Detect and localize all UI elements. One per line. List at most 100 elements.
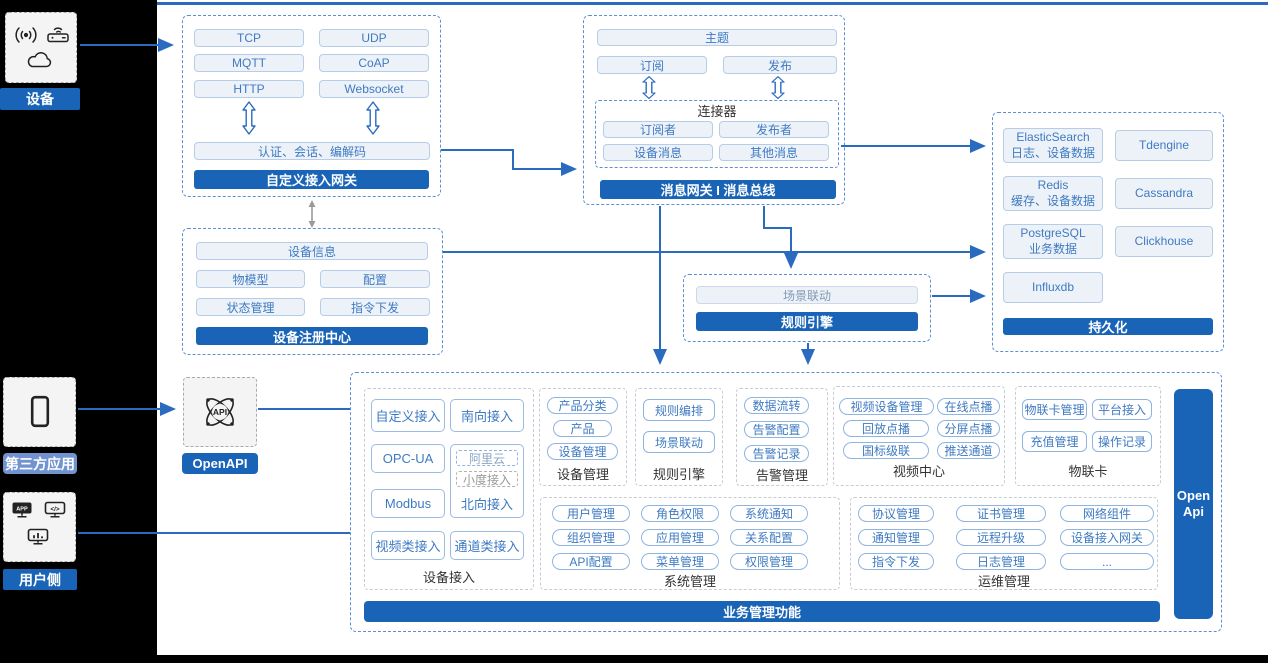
protocol-websocket: Websocket [319, 80, 429, 98]
operation-record: 操作记录 [1092, 431, 1152, 452]
device-mgmt-label: 设备管理 [556, 467, 609, 482]
app-monitor-icon: APP [12, 502, 32, 518]
third-party-label: 第三方应用 [3, 453, 77, 474]
publisher: 发布者 [719, 121, 829, 138]
store-name: Tdengine [1138, 137, 1190, 152]
device-message: 设备消息 [603, 144, 713, 161]
topic: 主题 [597, 29, 837, 46]
code-monitor-icon: </> [44, 501, 66, 518]
custom-gateway-title: 自定义接入网关 [194, 170, 429, 189]
scene-linkage-btn: 场景联动 [643, 431, 715, 453]
openapi-label: OpenAPI [182, 453, 258, 474]
top-accent-line [157, 2, 1268, 5]
permission-mgmt: 权限管理 [730, 553, 808, 570]
log-mgmt: 日志管理 [956, 553, 1046, 570]
rule-engine-title: 规则引擎 [696, 312, 918, 331]
device-label: 设备 [0, 88, 80, 110]
store-tdengine: Tdengine [1115, 130, 1213, 161]
rule-engine-label: 规则引擎 [652, 467, 705, 482]
device-access-gateway: 设备接入网关 [1060, 529, 1154, 546]
router-icon [47, 27, 69, 43]
openapi-icon: API [206, 398, 234, 426]
protocol-http: HTTP [194, 80, 304, 98]
subscriber: 订阅者 [603, 121, 713, 138]
store-influxdb: Influxdb [1003, 272, 1103, 303]
platform-access: 平台接入 [1092, 399, 1152, 420]
notice-mgmt: 通知管理 [858, 529, 934, 546]
system-notice: 系统通知 [730, 505, 808, 522]
product-category: 产品分类 [547, 397, 618, 414]
video-device-mgmt: 视频设备管理 [839, 398, 934, 415]
session-codec-bar: 认证、会话、编解码 [194, 142, 430, 160]
state-mgmt: 状态管理 [196, 298, 305, 316]
store-elasticsearch: ElasticSearch 日志、设备数据 [1003, 128, 1103, 163]
phone-icon [30, 395, 50, 428]
org-mgmt: 组织管理 [552, 529, 630, 546]
store-postgresql: PostgreSQL 业务数据 [1003, 224, 1103, 259]
protocol-mgmt: 协议管理 [858, 505, 934, 522]
live-ondemand: 在线点播 [937, 398, 1000, 415]
push-channel: 推送通道 [937, 442, 1000, 459]
opc-ua: OPC-UA [371, 444, 445, 473]
alarm-record: 告警记录 [744, 445, 809, 462]
recharge-mgmt: 充值管理 [1022, 431, 1087, 452]
store-name: Cassandra [1134, 185, 1194, 200]
third-party-icon-box [3, 377, 76, 447]
user-mgmt: 用户管理 [552, 505, 630, 522]
modbus: Modbus [371, 489, 445, 518]
store-sub: 业务数据 [1028, 241, 1077, 256]
store-cassandra: Cassandra [1115, 178, 1213, 209]
south-access: 南向接入 [450, 399, 524, 432]
connector-title: 连接器 [697, 104, 737, 119]
cloud-icon [27, 52, 52, 68]
playback-ondemand: 回放点播 [843, 420, 929, 437]
channel-access: 通道类接入 [450, 531, 524, 560]
device-icon-box [5, 12, 77, 83]
custom-access: 自定义接入 [371, 399, 445, 432]
relation-config: 关系配置 [730, 529, 808, 546]
store-sub: 缓存、设备数据 [1010, 193, 1095, 208]
xiaodu-access: 小度接入 [456, 471, 518, 487]
data-flow: 数据流转 [744, 397, 809, 414]
registry-title: 设备注册中心 [196, 327, 428, 345]
command-dispatch: 指令下发 [858, 553, 934, 570]
store-name: Redis [1037, 177, 1069, 192]
business-title-bar: 业务管理功能 [364, 601, 1160, 622]
alarm-label: 告警管理 [755, 468, 808, 483]
rule-engine-box [683, 274, 931, 342]
alarm-config: 告警配置 [744, 421, 809, 438]
device-mgmt: 设备管理 [547, 443, 618, 460]
menu-mgmt: 菜单管理 [641, 553, 719, 570]
broadcast-icon [15, 27, 37, 43]
subscribe: 订阅 [597, 56, 707, 74]
protocol-mqtt: MQTT [194, 54, 304, 72]
protocol-udp: UDP [319, 29, 429, 47]
message-bus-title: 消息网关 I 消息总线 [600, 180, 836, 199]
system-label: 系统管理 [663, 574, 716, 589]
store-redis: Redis 缓存、设备数据 [1003, 176, 1103, 211]
device-info: 设备信息 [196, 242, 428, 260]
svg-text:API: API [213, 407, 227, 417]
store-sub: 日志、设备数据 [1010, 145, 1095, 160]
config: 配置 [320, 270, 430, 288]
network-component: 网络组件 [1060, 505, 1154, 522]
svg-text:</>: </> [50, 506, 60, 513]
api-config: API配置 [552, 553, 630, 570]
cert-mgmt: 证书管理 [956, 505, 1046, 522]
device-access-label: 设备接入 [422, 569, 475, 585]
product: 产品 [553, 420, 612, 437]
store-name: ElasticSearch [1016, 129, 1090, 144]
aliyun-access: 阿里云 [456, 450, 518, 466]
persistence-title: 持久化 [1003, 318, 1213, 335]
splitscreen-ondemand: 分屏点播 [937, 420, 1000, 437]
protocol-tcp: TCP [194, 29, 304, 47]
open-api-bar: Open Api [1174, 389, 1213, 619]
chart-monitor-icon [27, 528, 49, 545]
gb-cascade: 国标级联 [843, 442, 929, 459]
role-permission: 角色权限 [641, 505, 719, 522]
command-send: 指令下发 [320, 298, 430, 316]
protocol-coap: CoAP [319, 54, 429, 72]
rule-orchestration: 规则编排 [643, 399, 715, 421]
svg-text:APP: APP [16, 507, 28, 513]
